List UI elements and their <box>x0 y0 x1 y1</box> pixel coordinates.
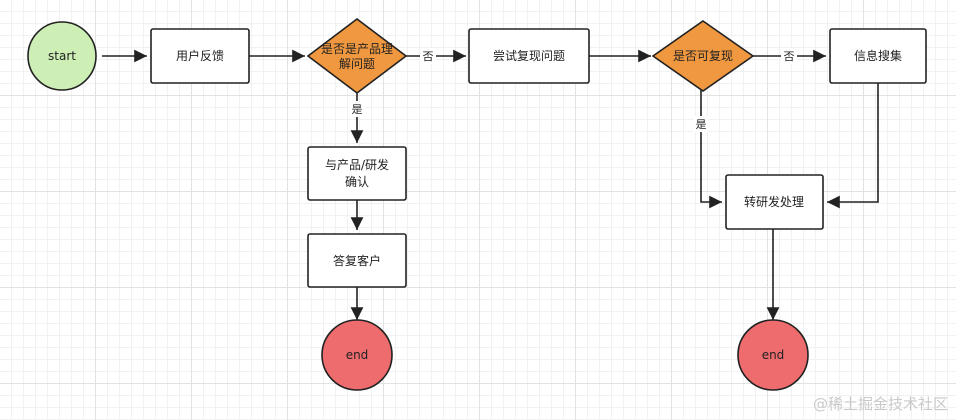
collect-node <box>829 28 927 84</box>
transfer-label: 转研发处理 <box>744 194 804 209</box>
reproducible-decision-node <box>651 20 755 92</box>
misunderstanding-decision-node <box>306 17 408 95</box>
reply-node <box>307 233 407 288</box>
edge-label-bg <box>781 48 797 64</box>
feedback-label: 用户反馈 <box>176 48 224 63</box>
reproduce-label: 尝试复现问题 <box>493 48 565 63</box>
confirm-label-line1: 与产品/研发 <box>325 157 389 172</box>
edge-label-bg <box>420 48 436 64</box>
end-label-left: end <box>346 348 369 362</box>
confirm-node <box>307 146 407 201</box>
reproducible-decision-label: 是否可复现 <box>673 49 733 63</box>
end-label-right: end <box>762 348 785 362</box>
edge-label-no-1: 否 <box>423 50 434 63</box>
start-node <box>27 21 97 91</box>
collect-label: 信息搜集 <box>854 48 902 63</box>
end-node-right <box>737 319 809 391</box>
edge-label-yes-2: 是 <box>696 118 707 131</box>
watermark: @稀土掘金技术社区 <box>812 395 948 413</box>
transfer-node <box>725 174 824 230</box>
start-label: start <box>48 49 76 63</box>
edge-collect-to-transfer <box>827 83 879 209</box>
edge-label-bg <box>349 101 365 117</box>
edge-label-yes-1: 是 <box>352 103 363 116</box>
edge-decision2-yes-to-transfer <box>700 90 722 209</box>
end-node-left <box>321 319 393 391</box>
feedback-node <box>150 28 250 84</box>
edge-label-bg <box>693 116 709 132</box>
reply-label: 答复客户 <box>333 253 381 268</box>
reproduce-node <box>468 28 590 84</box>
confirm-label-line2: 确认 <box>345 175 369 189</box>
misunderstanding-decision-label-line1: 是否是产品理 <box>321 42 393 56</box>
edge-label-no-2: 否 <box>784 50 795 63</box>
misunderstanding-decision-label-line2: 解问题 <box>339 57 375 71</box>
